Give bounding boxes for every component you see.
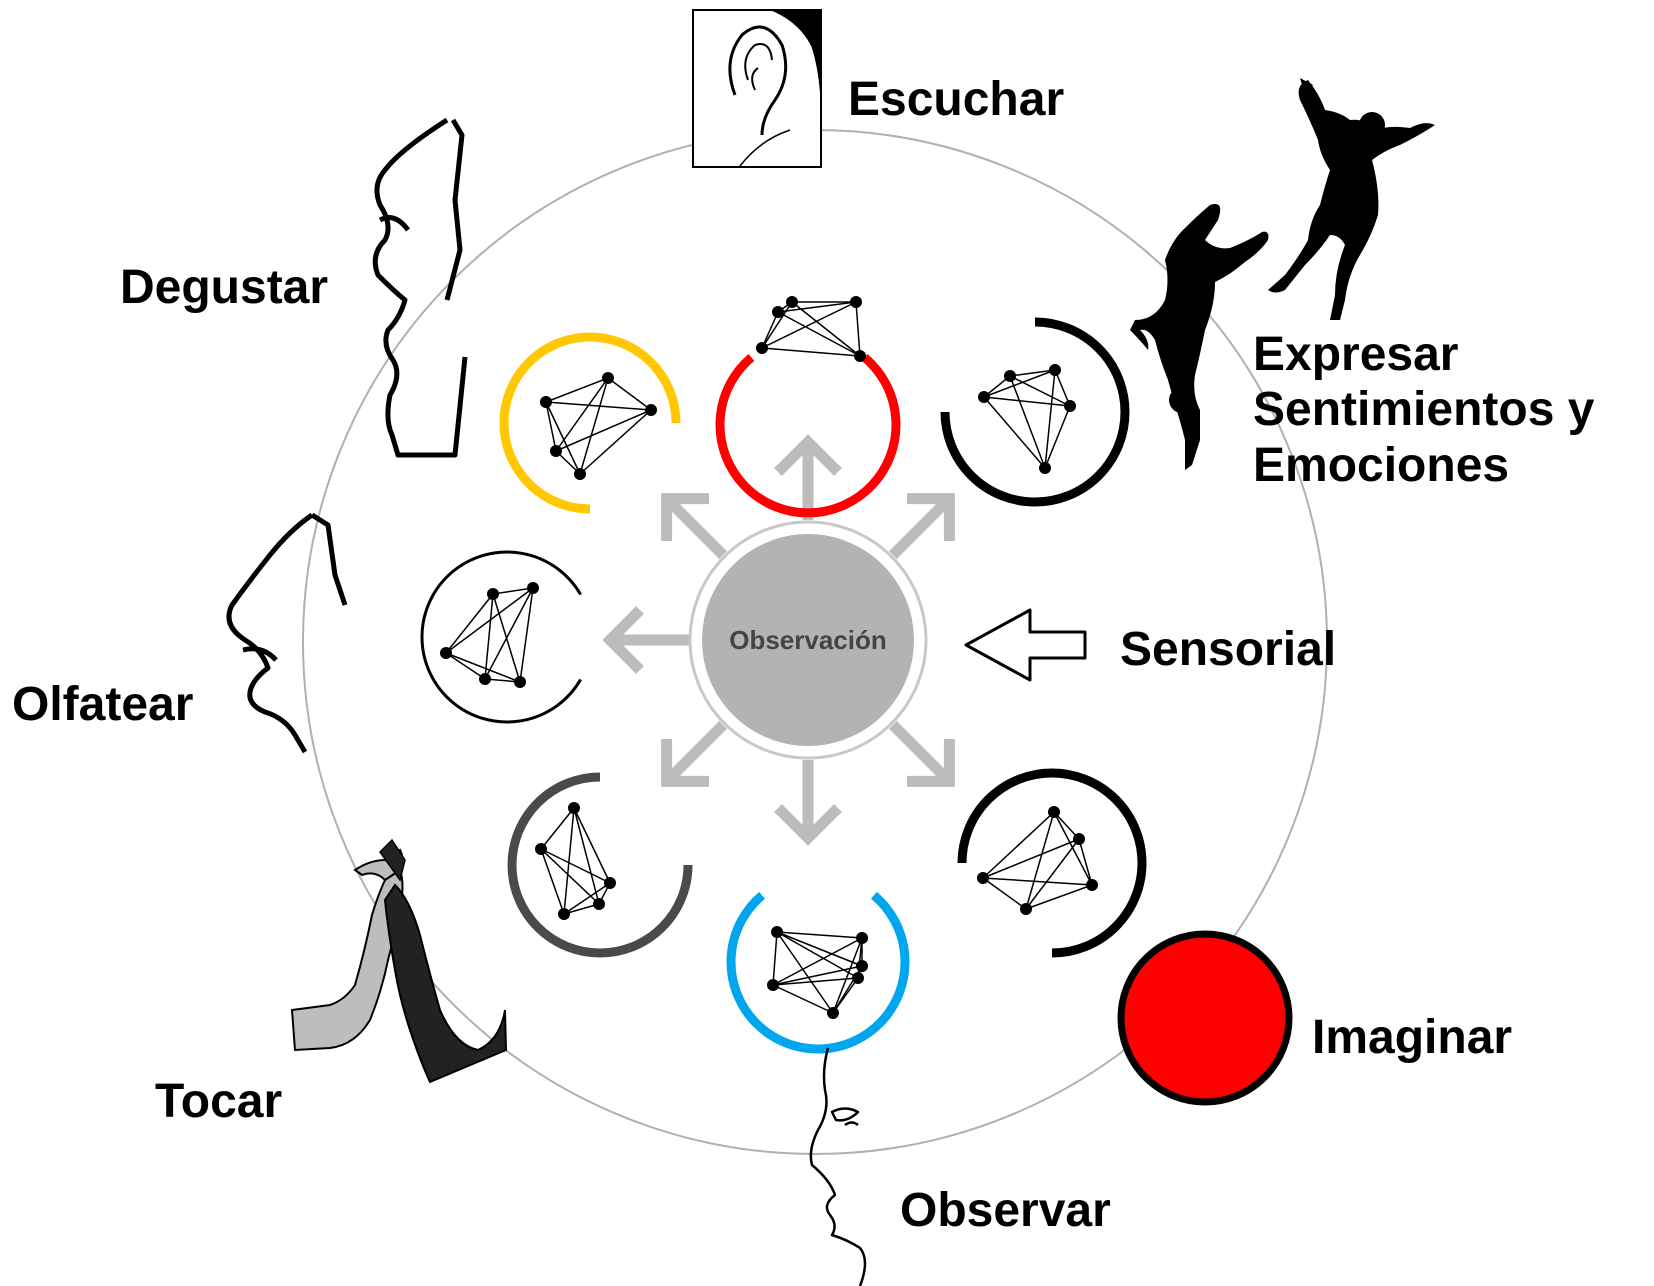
network-dot <box>604 877 616 889</box>
network-dot <box>568 802 580 814</box>
label-olfatear: Olfatear <box>12 678 193 731</box>
radiating-arrow <box>661 720 728 787</box>
node-arc <box>507 772 693 958</box>
dancers-icon <box>1130 78 1435 470</box>
node-black-upper-right <box>940 317 1130 507</box>
network-dot <box>827 1007 839 1019</box>
label-degustar: Degustar <box>120 261 328 314</box>
network-dot <box>1073 833 1085 845</box>
network-dot <box>772 306 784 318</box>
network-dot <box>850 296 862 308</box>
red-circle-icon <box>1117 930 1293 1106</box>
label-expresar-2: Sentimientos y <box>1253 383 1595 436</box>
network-dot <box>558 908 570 920</box>
network-dot <box>856 932 868 944</box>
network-dot <box>1048 806 1060 818</box>
label-imaginar: Imaginar <box>1312 1011 1512 1064</box>
node-arc <box>499 332 681 514</box>
network-dot <box>527 582 539 594</box>
radiating-arrow <box>888 493 955 560</box>
network-dot <box>856 960 868 972</box>
radiating-arrow <box>602 606 690 674</box>
node-arc <box>715 353 901 518</box>
network-edges <box>545 377 652 475</box>
network-dot <box>1086 879 1098 891</box>
network-dot <box>1064 400 1076 412</box>
face-profile-icon <box>809 1047 867 1286</box>
center-node: Observación <box>688 520 928 760</box>
node-darkgray <box>507 772 693 958</box>
node-black-lower-right <box>957 768 1147 958</box>
network-dot <box>1020 903 1032 915</box>
network-edges <box>982 811 1093 910</box>
network-dot <box>602 372 614 384</box>
label-tocar: Tocar <box>155 1075 282 1128</box>
network-dot <box>574 468 586 480</box>
network-dot <box>487 588 499 600</box>
network-dot <box>786 296 798 308</box>
node-arc <box>940 317 1130 507</box>
network-edges <box>445 587 534 683</box>
network-dot <box>852 972 864 984</box>
label-expresar-3: Emociones <box>1253 439 1509 492</box>
node-left <box>420 550 582 724</box>
node-arc <box>957 768 1147 958</box>
network-dot <box>978 391 990 403</box>
node-blue <box>726 891 910 1054</box>
hands-icon <box>290 838 508 1084</box>
radiating-arrow <box>774 760 842 846</box>
network-dot <box>767 979 779 991</box>
network-dot <box>977 872 989 884</box>
radiating-arrow <box>774 434 842 520</box>
node-arc <box>726 891 910 1054</box>
network-dot <box>645 404 657 416</box>
node-yellow <box>499 332 681 514</box>
nose-profile-icon <box>226 512 348 754</box>
mouth-profile-icon <box>372 117 468 458</box>
network-edges <box>761 301 861 357</box>
network-dot <box>535 843 547 855</box>
center-label: Observación <box>729 625 887 655</box>
network-dot <box>550 445 562 457</box>
network-edges <box>540 807 611 915</box>
network-edges <box>983 369 1071 469</box>
network-dot <box>593 898 605 910</box>
network-dot <box>479 673 491 685</box>
network-nodes <box>420 296 1147 1054</box>
network-dot <box>854 350 866 362</box>
radiating-arrow <box>888 720 955 787</box>
label-observar: Observar <box>900 1184 1111 1237</box>
network-dot <box>756 342 768 354</box>
network-edges <box>772 931 863 1014</box>
node-red <box>715 296 901 518</box>
radiating-arrow <box>661 493 728 560</box>
radiating-arrows <box>602 434 955 846</box>
label-expresar-1: Expresar <box>1253 328 1458 381</box>
label-escuchar: Escuchar <box>848 73 1064 126</box>
ear-icon <box>692 9 822 168</box>
network-dot <box>440 647 452 659</box>
network-dot <box>771 926 783 938</box>
network-dot <box>514 676 526 688</box>
network-dot <box>1049 364 1061 376</box>
node-arc <box>420 550 582 724</box>
left-arrow-icon <box>964 608 1087 682</box>
network-dot <box>1004 370 1016 382</box>
label-sensorial: Sensorial <box>1120 623 1336 676</box>
network-dot <box>1039 462 1051 474</box>
network-dot <box>540 396 552 408</box>
